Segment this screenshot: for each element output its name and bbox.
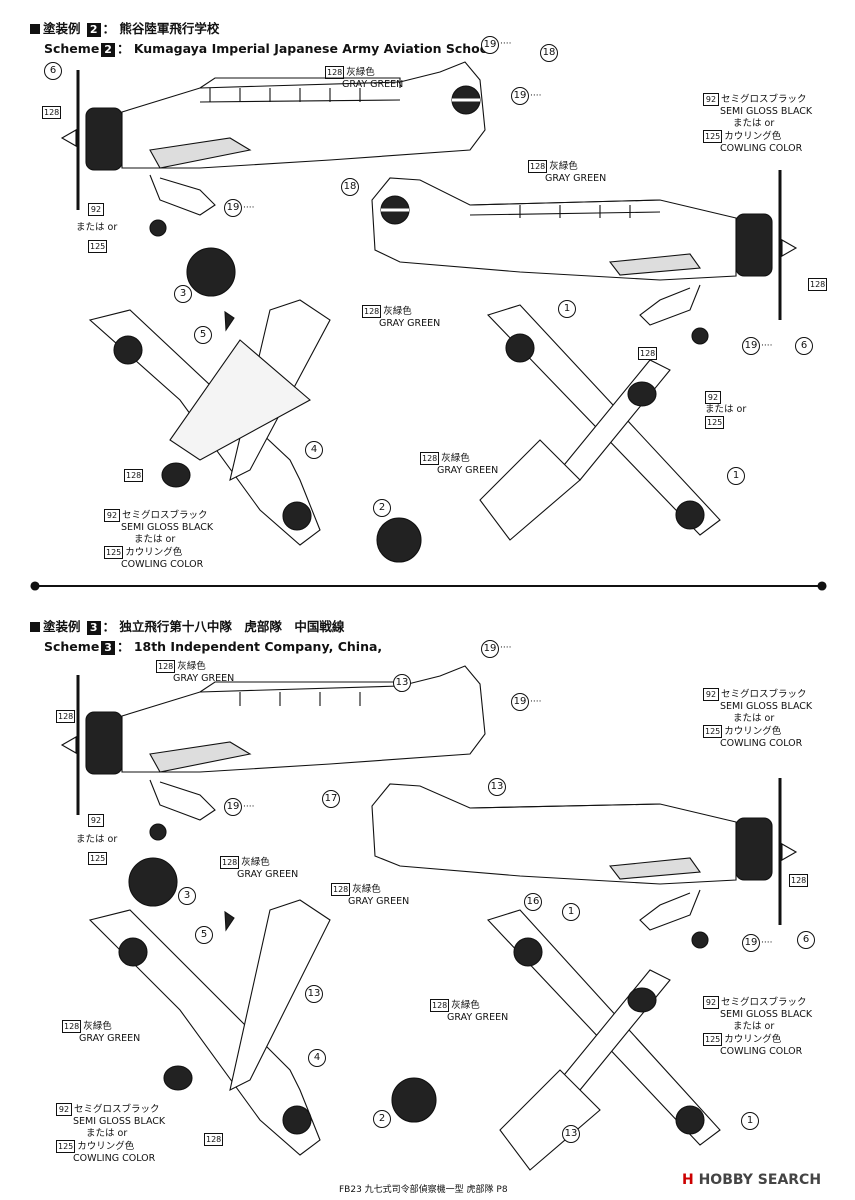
s3-callout-c128-top: 128 [204,1133,224,1146]
decal-19: 19 [742,934,760,952]
decal-19: 19 [224,199,242,217]
divider-dot-right [817,581,827,591]
page-footer: FB23 九七式司令部偵察機一型 虎部隊 P8 [339,1185,508,1195]
decal-19: 19 [481,640,499,658]
decal-19: 19 [511,87,529,105]
s2-callout-c128-prop-2: 128 [808,278,828,291]
scheme3-title-jp: 塗装例 3： 独立飛行第十八中隊 虎部隊 中国戦線 [30,616,344,635]
decal-19: 19 [511,693,529,711]
divider-dot-left [30,581,40,591]
scheme-number-badge: 3 [86,621,101,635]
s2-callout-c125: 125 [88,240,108,253]
s2-side-view-2 [371,170,798,345]
s3-side-view-1 [60,665,486,841]
s2-callout-c128-bottom: 128 [638,347,658,360]
decal-2: 2 [373,1110,391,1128]
scheme2-title-jp: 塗装例 2： 熊谷陸軍飛行学校 [30,18,219,37]
decal-19: 19 [224,798,242,816]
s2-callout-c128-prop: 128 [42,106,62,119]
decal-1: 1 [727,467,745,485]
decal-5: 5 [194,326,212,344]
decal-5: 5 [195,926,213,944]
scheme-number-badge: 2 [101,43,115,57]
s2-top-view [88,247,422,563]
decal-1: 1 [562,903,580,921]
s3-callout-c128-prop-2: 128 [789,874,809,887]
watermark-logo: H HOBBY SEARCH [682,1172,822,1188]
s3-callout-c128-prop: 128 [56,710,76,723]
s2-callout-c92: 92 [88,203,106,216]
decal-19: 19 [481,36,499,54]
decal-6: 6 [795,337,813,355]
decal-17: 17 [322,790,340,808]
decal-13: 13 [488,778,506,796]
decal-4: 4 [305,441,323,459]
decal-4: 4 [308,1049,326,1067]
decal-19: 19 [742,337,760,355]
s3-callout-c92: 92 [88,814,106,827]
decal-1: 1 [741,1112,759,1130]
s2-bottom-view [479,304,721,541]
decal-16: 16 [524,893,542,911]
s2-callout-c128-top: 128 [124,469,144,482]
s3-side-view-2 [371,778,798,949]
decal-6: 6 [44,62,62,80]
decal-3: 3 [178,887,196,905]
s2-callout-bottom-colors: 92 または or 125 [705,391,747,429]
s3-callout-or: または or [76,834,118,845]
decal-6: 6 [797,931,815,949]
s3-callout-c125: 125 [88,852,108,865]
bullet-square-icon [30,622,40,632]
decal-2: 2 [373,499,391,517]
decal-3: 3 [174,285,192,303]
s3-bottom-view [486,909,721,1171]
scheme-number-badge: 2 [86,23,101,37]
decal-1: 1 [558,300,576,318]
decal-13: 13 [562,1125,580,1143]
s2-side-view-1 [60,61,486,237]
decal-13: 13 [393,674,411,692]
decal-18: 18 [341,178,359,196]
s3-top-view [88,857,437,1156]
s2-callout-or: または or [76,222,118,233]
bullet-square-icon [30,24,40,34]
decal-18: 18 [540,44,558,62]
scheme-number-badge: 3 [101,641,115,655]
decal-13: 13 [305,985,323,1003]
